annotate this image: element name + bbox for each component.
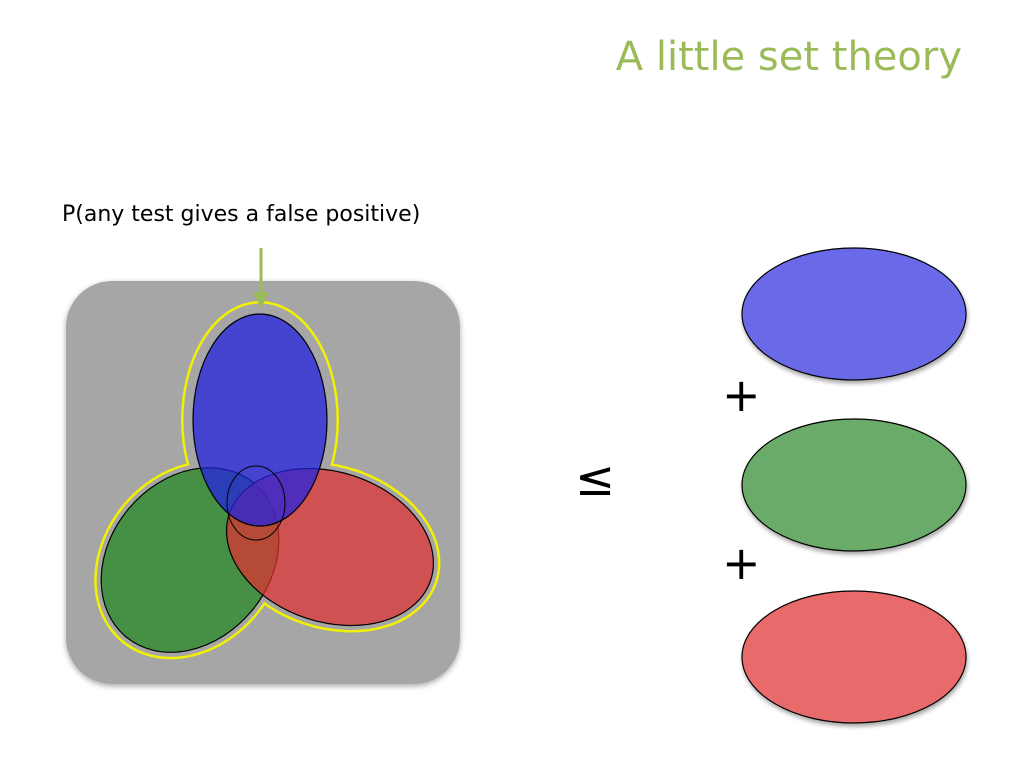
plus-symbol-2: + xyxy=(722,536,761,590)
term-red-oval xyxy=(741,590,967,724)
slide-title: A little set theory xyxy=(615,34,962,80)
term-blue-oval xyxy=(741,247,967,381)
term-green-oval xyxy=(741,418,967,552)
set-blue xyxy=(192,313,328,527)
leq-symbol: ≤ xyxy=(575,451,616,507)
plus-symbol-1: + xyxy=(722,368,761,422)
pointer-arrow xyxy=(253,248,269,308)
set-overlap-outline xyxy=(226,465,286,541)
union-caption: P(any test gives a false positive) xyxy=(62,202,421,227)
